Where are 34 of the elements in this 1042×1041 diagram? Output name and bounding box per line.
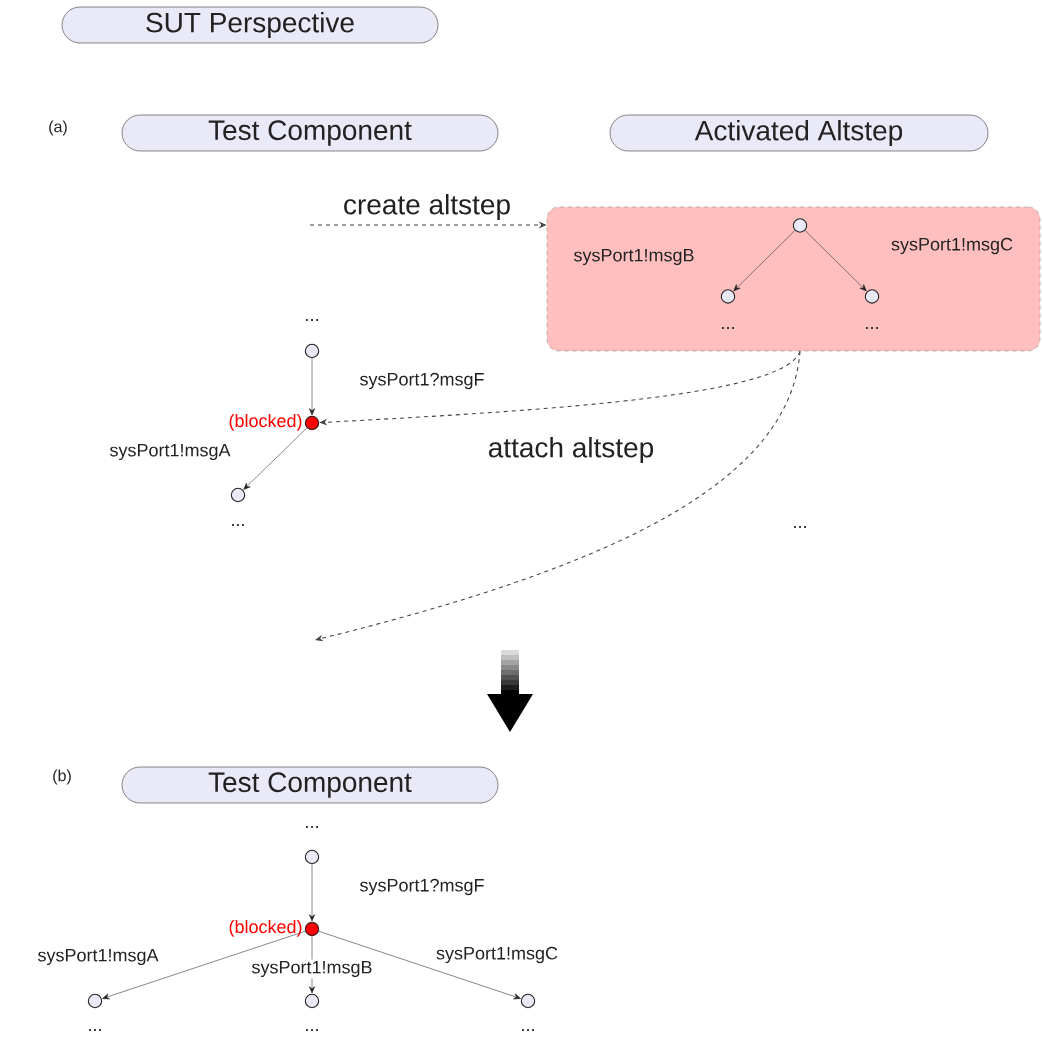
panel-label: (a) — [49, 120, 67, 136]
status-label: (blocked) — [229, 413, 302, 431]
edge-label: sysPort1!msgA — [108, 442, 232, 462]
arrow — [804, 230, 867, 292]
status-label: (blocked) — [229, 919, 302, 937]
edge-label: sysPort1?msgF — [358, 877, 486, 897]
edge-label: sysPort1!msgA — [36, 947, 160, 967]
title-pill: Activated Altstep — [609, 114, 989, 152]
panel-label: (b) — [53, 769, 71, 785]
edge-label: attach altstep — [486, 435, 656, 465]
arrow — [318, 931, 521, 1000]
edge-label: create altstep — [341, 192, 513, 222]
title-pill: Test Component — [121, 114, 499, 152]
ellipsis: ... — [306, 319, 318, 321]
ellipsis: ... — [306, 826, 318, 828]
ellipsis: ... — [722, 327, 734, 329]
ellipsis: ... — [306, 1029, 318, 1031]
ellipsis: ... — [866, 327, 878, 329]
arrow — [733, 230, 796, 292]
ellipsis: ... — [232, 524, 244, 526]
arrow — [102, 931, 306, 1000]
edge-label: sysPort1?msgF — [358, 371, 486, 391]
ellipsis: ... — [89, 1029, 101, 1031]
title-pill: Test Component — [121, 766, 499, 804]
ellipsis: ... — [794, 526, 806, 528]
arrow — [243, 427, 308, 490]
arrow — [309, 357, 315, 416]
arrow — [309, 863, 315, 922]
edge-label: sysPort1!msgC — [434, 945, 560, 965]
ellipsis: ... — [522, 1029, 534, 1031]
arrow — [315, 350, 801, 642]
title-pill: SUT Perspective — [61, 6, 439, 44]
altstep-region — [546, 206, 1041, 352]
edge-label: sysPort1!msgB — [250, 959, 374, 979]
